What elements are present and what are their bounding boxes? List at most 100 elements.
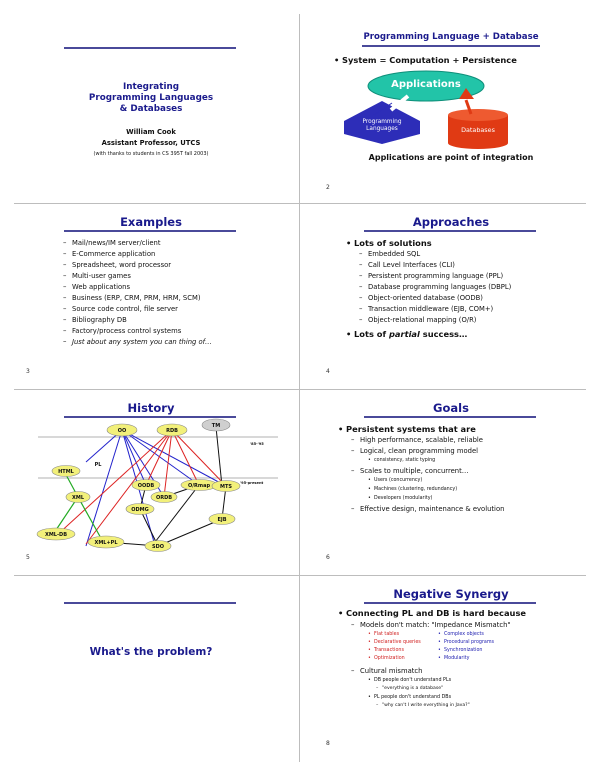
slide-number: 6 — [326, 554, 330, 561]
slide-title: Programming Language + Database — [363, 32, 539, 42]
node-label: ORDB — [156, 495, 172, 501]
slide-title: Examples — [120, 215, 182, 229]
node-label: SDO — [152, 544, 164, 550]
list-item: Source code control, file server — [63, 305, 178, 313]
slide-title: Goals — [433, 401, 469, 415]
node-html — [51, 465, 81, 477]
pl-concept: Modularity — [438, 656, 470, 661]
node-label: HTML — [58, 469, 75, 475]
sub-item: consistency, static typing — [368, 458, 435, 463]
history-diagram: OO RDB TM PL HTML XML OODB ORDB ODMG O/R… — [36, 418, 278, 552]
sub-item: Machines (clustering, redundancy) — [368, 487, 457, 492]
node-label: XML — [72, 495, 85, 501]
sub-sub-item: "why can't I write everything in Java?" — [376, 703, 470, 708]
node-oodb — [131, 479, 161, 491]
list-item: Object-relational mapping (O/R) — [359, 316, 477, 324]
list-item: Mail/news/IM server/client — [63, 239, 161, 247]
slide-number: 5 — [26, 554, 30, 561]
slide-4: Approaches Lots of solutions Embedded SQ… — [316, 208, 586, 388]
node-ordb — [150, 491, 178, 503]
db-concept: Optimization — [368, 656, 405, 661]
node-xmldb — [36, 527, 76, 541]
list-item: Effective design, maintenance & evolutio… — [351, 505, 504, 513]
node-rdb — [156, 423, 188, 437]
title-rule — [64, 416, 236, 418]
node-label: MTS — [220, 484, 232, 490]
author: William Cook — [126, 128, 176, 136]
node-odmg — [125, 503, 155, 515]
applications-label: Applications — [391, 79, 461, 90]
pl-concept: Procedural programs — [438, 640, 494, 645]
sub-item: DB people don't understand PLs — [368, 678, 451, 683]
slide-7: What's the problem? — [16, 580, 286, 760]
list-item: Web applications — [63, 283, 130, 291]
row-divider — [14, 203, 586, 204]
sub-item: Developers (modularity) — [368, 496, 432, 501]
programming-languages-shape — [344, 101, 420, 144]
sub-sub-item: "everything is a database" — [376, 686, 443, 691]
list-item: Bibliography DB — [63, 316, 127, 324]
title-rule — [364, 416, 536, 418]
node-label: OO — [118, 428, 127, 434]
title-rule — [364, 230, 536, 232]
node-tm — [201, 418, 231, 432]
title-rule — [64, 602, 236, 604]
node-ejb — [208, 513, 236, 525]
pl-concept: Synchronization — [438, 648, 482, 653]
list-item: Spreadsheet, word processor — [63, 261, 171, 269]
node-label: XML+PL — [94, 540, 118, 546]
slide-6: Goals Persistent systems that are High p… — [316, 394, 586, 574]
bullet: Lots of solutions — [346, 238, 432, 248]
list-item: Logical, clean programming model — [351, 447, 478, 455]
era-label: '85-'95 — [250, 442, 264, 446]
databases-label: Databases — [461, 126, 495, 134]
node-label: ODMG — [131, 507, 148, 513]
title-line: & Databases — [119, 104, 183, 114]
bullet: Connecting PL and DB is hard because — [338, 608, 526, 618]
slide-number: 8 — [326, 740, 330, 747]
column-divider — [299, 14, 300, 762]
slide-8: Negative Synergy Connecting PL and DB is… — [316, 580, 586, 760]
node-sdo — [144, 540, 172, 552]
node-xmlpl — [87, 535, 125, 549]
slide-3: Examples Mail/news/IM server/client E-Co… — [16, 208, 286, 388]
node-label: XML-DB — [45, 532, 67, 538]
title-block: Integrating Programming Languages & Data… — [16, 82, 286, 115]
slide-1: Integrating Programming Languages & Data… — [16, 22, 286, 202]
sub-item: Users (concurrency) — [368, 478, 422, 483]
sub-item: PL people don't understand DBs — [368, 695, 451, 700]
node-label: O/Rmap — [188, 483, 211, 489]
row-divider — [14, 389, 586, 390]
slide-number: 3 — [26, 368, 30, 375]
list-item: Models don't match: "Impedance Mismatch" — [351, 621, 511, 629]
list-item: Transaction middleware (EJB, COM+) — [359, 305, 493, 313]
slide-5: History — [16, 394, 286, 574]
affiliation: Assistant Professor, UTCS — [101, 139, 201, 147]
node-label: OODB — [138, 483, 155, 489]
title-rule — [362, 45, 540, 47]
list-item: Scales to multiple, concurrent… — [351, 467, 469, 475]
node-label: PL — [95, 462, 103, 468]
node-xml — [65, 491, 91, 503]
slide-title: Approaches — [412, 215, 490, 229]
node-label: TM — [212, 423, 220, 429]
title-line: Programming Languages — [88, 93, 214, 103]
list-item: Embedded SQL — [359, 250, 420, 258]
slide-title: Negative Synergy — [393, 587, 509, 601]
slide-number: 4 — [326, 368, 330, 375]
list-item: Factory/process control systems — [63, 327, 181, 335]
db-concept: Declarative queries — [368, 640, 421, 645]
slide-title: History — [127, 401, 175, 415]
caption: Applications are point of integration — [368, 153, 534, 162]
list-item: Object-oriented database (OODB) — [359, 294, 483, 302]
bullet: Persistent systems that are — [338, 424, 476, 434]
db-concept: Transactions — [368, 648, 404, 653]
thanks-note: (with thanks to students in CS 395T fall… — [93, 151, 209, 157]
bullet: Lots of partial success… — [346, 329, 467, 339]
list-item: Persistent programming language (PPL) — [359, 272, 503, 280]
node-label: EJB — [217, 517, 226, 523]
node-mts — [211, 480, 241, 492]
question-title: What's the problem? — [89, 646, 213, 658]
list-item: Database programming languages (DBPL) — [359, 283, 511, 291]
node-oo — [106, 423, 138, 437]
